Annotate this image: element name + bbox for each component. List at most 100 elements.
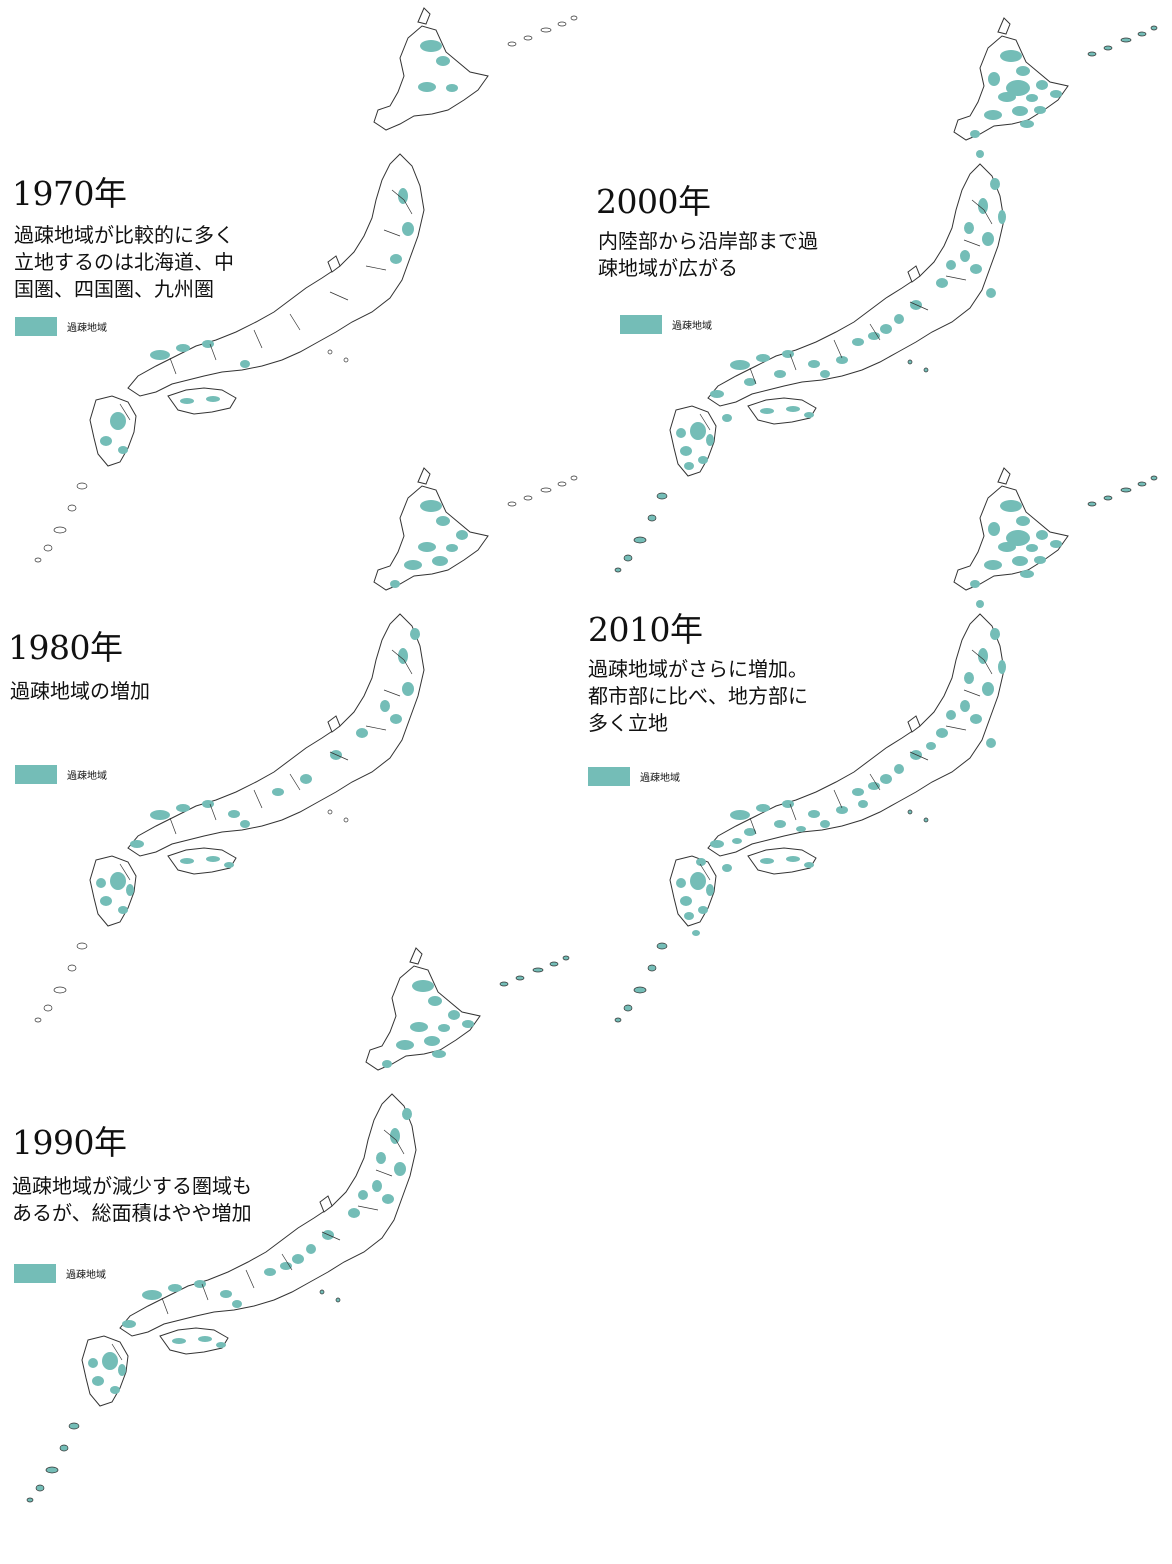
depopulated-area [960, 700, 970, 712]
depopulated-area [436, 516, 450, 526]
prefecture-boundary [869, 323, 881, 341]
legend-label: 過疎地域 [640, 772, 680, 784]
small-island [34, 557, 42, 563]
map-year-title: 2010年 [588, 610, 703, 649]
prefecture-boundary [375, 1169, 393, 1177]
small-island [1150, 475, 1158, 481]
depopulated-area [390, 714, 402, 724]
prefecture-boundary [357, 1205, 379, 1211]
island-outline-hokkaido [365, 965, 481, 1071]
prefecture-boundary [391, 649, 413, 675]
small-island [656, 492, 668, 500]
island-outline-shikoku [747, 397, 817, 425]
island-outline-sado [327, 255, 341, 273]
map-description: 過疎地域がさらに増加。 都市部に比べ、地方部に 多く立地 [588, 656, 888, 737]
prefecture-boundary [971, 199, 993, 225]
prefecture-boundary [391, 189, 413, 215]
depopulated-area [180, 398, 194, 404]
prefecture-boundary [749, 367, 757, 385]
legend-label: 過疎地域 [672, 320, 712, 332]
prefecture-boundary [119, 403, 131, 421]
map-description-line: 過疎地域が比較的に多く [14, 223, 234, 247]
depopulated-area [710, 840, 724, 848]
small-island [633, 986, 647, 994]
small-island [35, 1484, 45, 1492]
legend-label: 過疎地域 [66, 1269, 106, 1281]
depopulated-area [410, 628, 420, 640]
small-island [507, 41, 517, 47]
prefecture-boundary [253, 789, 263, 809]
depopulated-area [292, 1254, 304, 1264]
small-island [335, 1297, 341, 1303]
depopulated-area [926, 742, 936, 750]
prefecture-boundary [289, 773, 301, 791]
depopulated-area [348, 1208, 360, 1218]
small-island [532, 967, 544, 973]
small-island [67, 964, 77, 972]
depopulated-area [1036, 530, 1048, 540]
small-island [1103, 495, 1113, 501]
depopulated-area [1000, 500, 1022, 512]
depopulated-area [986, 288, 996, 298]
small-island [623, 1004, 633, 1012]
depopulated-area [804, 862, 814, 868]
depopulated-area [122, 1320, 136, 1328]
depopulated-area [456, 530, 468, 540]
depopulated-area [1012, 556, 1028, 566]
depopulated-area [194, 1280, 206, 1288]
depopulated-area [420, 40, 442, 52]
depopulated-area [990, 628, 1000, 640]
depopulated-area [696, 858, 706, 866]
prefecture-boundary [201, 1283, 209, 1301]
small-island [647, 514, 657, 522]
small-island [1087, 501, 1097, 507]
prefecture-boundary [161, 1297, 169, 1315]
island-outline-hokkaido [373, 485, 489, 591]
depopulated-area [976, 150, 984, 158]
depopulated-area [110, 1386, 120, 1394]
depopulated-area [988, 522, 1000, 536]
depopulated-area [356, 728, 368, 738]
depopulated-area [1006, 530, 1030, 546]
prefecture-boundary [945, 725, 967, 731]
prefecture-boundary [383, 1129, 405, 1155]
prefecture-boundary [945, 275, 967, 281]
depopulated-area [404, 560, 422, 570]
depopulated-area [808, 810, 820, 818]
depopulated-area [376, 1152, 386, 1164]
small-island [907, 359, 913, 365]
small-island [1120, 37, 1132, 43]
depopulated-area [692, 930, 700, 936]
depopulated-area [1020, 570, 1034, 578]
depopulated-area [438, 1024, 450, 1032]
depopulated-area [990, 178, 1000, 190]
island-outline-sakhalin-tip [997, 467, 1011, 485]
prefecture-boundary [749, 817, 757, 835]
depopulated-area [690, 872, 706, 890]
depopulated-area [786, 856, 800, 862]
depopulated-area [446, 544, 458, 552]
small-island [614, 567, 622, 573]
small-island [1150, 25, 1158, 31]
depopulated-area [964, 222, 974, 234]
small-island [614, 1017, 622, 1023]
island-outline-sado [327, 715, 341, 733]
depopulated-area [730, 810, 750, 820]
prefecture-boundary [963, 689, 981, 697]
depopulated-area [280, 1262, 292, 1270]
depopulated-area [698, 906, 708, 914]
depopulated-area [946, 710, 956, 720]
prefecture-boundary [119, 863, 131, 881]
legend-swatch-depopulated [15, 316, 57, 336]
small-island [656, 942, 668, 950]
depopulated-area [1012, 106, 1028, 116]
map-description: 過疎地域が減少する圏域も あるが、総面積はやや増加 [12, 1173, 312, 1227]
small-island [76, 942, 88, 950]
small-island [53, 526, 67, 534]
small-island [43, 1004, 53, 1012]
legend-swatch-depopulated [588, 766, 630, 786]
depopulated-area [382, 1194, 394, 1204]
depopulated-area [402, 222, 414, 236]
legend-swatch-depopulated [14, 1263, 56, 1283]
depopulated-area [240, 360, 250, 368]
